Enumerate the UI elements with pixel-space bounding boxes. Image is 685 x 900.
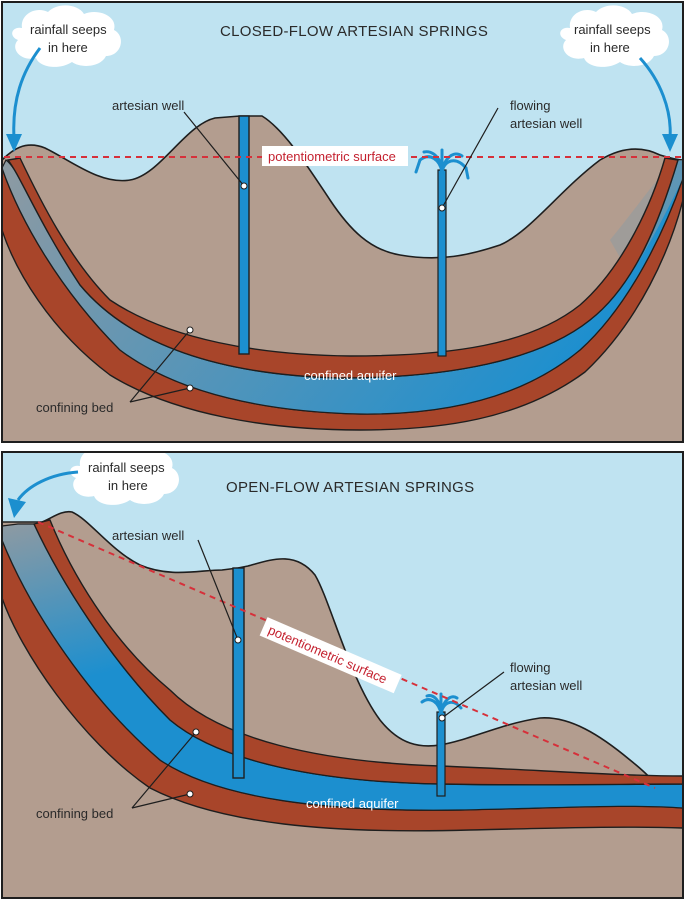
top-flowing-marker xyxy=(438,204,446,212)
top-confining-bed-upper xyxy=(6,157,679,379)
top-bed-marker-2 xyxy=(186,384,194,392)
top-left-rain-arrow xyxy=(12,47,42,139)
bottom-aquifer-label: confined aquifer xyxy=(306,796,399,811)
top-left-arrowhead-icon xyxy=(6,134,22,152)
top-bed-marker-1 xyxy=(186,326,194,334)
top-flowing-line1: flowing xyxy=(510,98,550,113)
top-right-cloud: rainfall seeps in here xyxy=(560,5,669,67)
bottom-well-marker xyxy=(234,636,242,644)
bottom-arrowhead-icon xyxy=(8,498,26,518)
top-aquifer-label: confined aquifer xyxy=(304,368,397,383)
top-right-rain-line2: in here xyxy=(590,40,630,55)
top-flowing-well xyxy=(437,169,447,357)
top-potentiometric-label-bg xyxy=(262,146,408,166)
top-left-rain-line2: in here xyxy=(48,40,88,55)
bottom-cloud: rainfall seeps in here xyxy=(70,452,179,505)
top-leader-lines xyxy=(129,107,499,403)
bottom-title: OPEN-FLOW ARTESIAN SPRINGS xyxy=(226,479,474,496)
bottom-fountain xyxy=(420,692,463,716)
bottom-flowing-line2: artesian well xyxy=(510,678,582,693)
top-fountain xyxy=(414,148,470,180)
bottom-potentiometric-label-bg xyxy=(259,617,402,694)
top-artesian-well xyxy=(238,115,250,355)
top-left-cloud: rainfall seeps in here xyxy=(12,5,121,67)
top-potentiometric-label: potentiometric surface xyxy=(268,149,396,164)
top-right-rain-line1: rainfall seeps xyxy=(574,22,651,37)
bottom-panel-frame xyxy=(1,451,684,899)
bottom-confining-bed-upper xyxy=(33,519,683,786)
bottom-artesian-well-label: artesian well xyxy=(112,528,184,543)
bottom-rain-line2: in here xyxy=(108,478,148,493)
bottom-artesian-well xyxy=(232,567,245,779)
bottom-flowing-well xyxy=(436,711,446,797)
top-title: CLOSED-FLOW ARTESIAN SPRINGS xyxy=(220,23,488,40)
bottom-panel: potentiometric surface OPEN-FLOW ARTESIA… xyxy=(2,452,683,898)
top-right-rain-arrow xyxy=(638,56,672,139)
top-panel: potentiometric surface CLOSED-FLOW ARTES… xyxy=(2,2,683,442)
top-left-rain-line1: rainfall seeps xyxy=(30,22,107,37)
bottom-bed-marker-1 xyxy=(192,728,200,736)
bottom-bed-marker-2 xyxy=(186,790,194,798)
bottom-rain-line1: rainfall seeps xyxy=(88,460,165,475)
top-confining-bed-label: confining bed xyxy=(36,400,113,415)
bottom-leader-lines xyxy=(131,539,505,809)
bottom-confining-bed-label: confining bed xyxy=(36,806,113,821)
bottom-flowing-line1: flowing xyxy=(510,660,550,675)
top-well-marker xyxy=(240,182,248,190)
top-panel-frame xyxy=(1,1,684,443)
bottom-flowing-marker xyxy=(438,714,446,722)
bottom-rain-arrow xyxy=(16,470,79,501)
top-flowing-line2: artesian well xyxy=(510,116,582,131)
top-artesian-well-label: artesian well xyxy=(112,98,184,113)
top-right-arrowhead-icon xyxy=(662,134,678,152)
